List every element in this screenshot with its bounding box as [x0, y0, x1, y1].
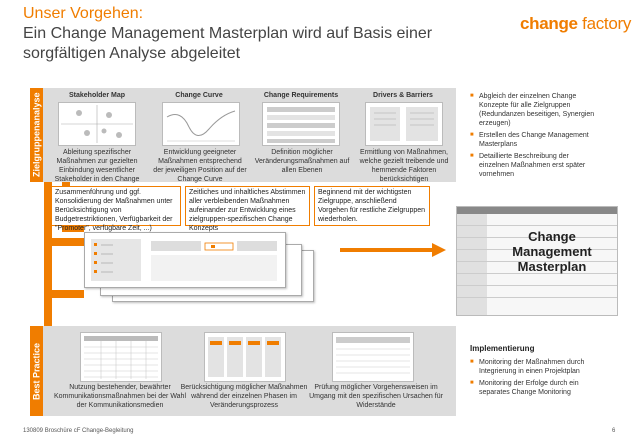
- flow-line-horizontal-bottom: [44, 290, 84, 298]
- phases-graphic: [208, 337, 281, 377]
- step-box-iteration: Beginnend mit der wichtigsten Zielgruppe…: [314, 186, 430, 226]
- masterplan-grid-line: [457, 285, 617, 286]
- best-practice-thumbnail-3: [332, 332, 414, 382]
- change-curve-thumbnail: [162, 102, 240, 146]
- masterplan-table: Change Management Masterplan: [456, 206, 618, 316]
- step-box-consolidation: Zusammenführung und ggf. Konsolidierung …: [51, 186, 181, 232]
- masterplan-table-header: [457, 207, 617, 214]
- bullet-item: Erstellen des Change Management Masterpl…: [470, 131, 598, 149]
- masterplan-line-3: Masterplan: [517, 259, 587, 274]
- col-head-change-curve: Change Curve: [175, 92, 223, 99]
- bullet-item: Monitoring der Erfolge durch ein separat…: [470, 379, 610, 397]
- masterplan-grid-line: [457, 273, 617, 274]
- arrow-right-icon: [432, 243, 446, 257]
- col-desc-drivers-barriers: Ermittlung von Maßnahmen, welche gezielt…: [359, 149, 449, 183]
- flow-line-vertical-3: [44, 246, 52, 326]
- masterplan-line-2: Management: [512, 244, 592, 259]
- change-requirements-graphic: [267, 107, 335, 143]
- logo-bold: change: [520, 14, 578, 33]
- flow-line-horizontal-main: [340, 248, 436, 252]
- col-head-change-requirements: Change Requirements: [263, 92, 339, 99]
- drivers-barriers-thumbnail: [365, 102, 443, 146]
- resistance-graphic: [336, 337, 410, 374]
- masterplan-table-firstcol: [457, 214, 487, 315]
- page-number: 6: [612, 428, 616, 434]
- implementation-title: Implementierung: [470, 344, 535, 353]
- flow-line-vertical-bottom: [44, 300, 52, 326]
- col-desc-change-curve: Entwicklung geeigneter Maßnahmen entspre…: [153, 149, 247, 183]
- side-label-best-practice: Best Practice: [30, 326, 43, 416]
- masterplan-line-1: Change: [528, 229, 576, 244]
- page-title: Unser Vorgehen:: [23, 5, 144, 22]
- bullet-item: Detaillierte Beschreibung der einzelnen …: [470, 152, 598, 179]
- best-practice-desc-3: Prüfung möglicher Vorgehensweisen im Umg…: [309, 384, 443, 409]
- communication-grid-graphic: [84, 336, 158, 379]
- col-desc-change-requirements: Definition möglicher Veränderungsmaßnahm…: [254, 149, 350, 174]
- flow-line-horizontal-1: [44, 238, 84, 246]
- flow-line-horizontal-2: [62, 224, 84, 232]
- change-curve-graphic: [166, 110, 236, 142]
- stakeholder-map-thumbnail: [58, 102, 136, 146]
- side-label-zielgruppenanalyse: Zielgruppenanalyse: [30, 88, 43, 182]
- step-box-alignment: Zeitliches und inhaltliches Abstimmen al…: [185, 186, 310, 232]
- best-practice-desc-1: Nutzung bestehender, bewährter Kommunika…: [53, 384, 187, 409]
- footer-left: 130809 Broschüre cF Change-Begleitung: [23, 428, 134, 434]
- concept-card-graphic: [91, 239, 277, 281]
- logo-thin: factory: [577, 14, 632, 33]
- page-subtitle: Ein Change Management Masterplan wird au…: [23, 25, 433, 62]
- masterplan-grid-line: [457, 237, 617, 238]
- masterplan-title: Change Management Masterplan: [487, 229, 617, 274]
- flow-line-vertical-1: [44, 182, 52, 246]
- bullet-item: Monitoring der Maßnahmen durch Integrier…: [470, 358, 610, 376]
- masterplan-grid-line: [457, 249, 617, 250]
- col-desc-stakeholder-map: Ableitung spezifischer Maßnahmen zur gez…: [54, 149, 140, 183]
- best-practice-thumbnail-1: [80, 332, 162, 382]
- masterplan-grid-line: [457, 225, 617, 226]
- masterplan-grid-line: [457, 297, 617, 298]
- drivers-barriers-graphic: [370, 107, 438, 141]
- bullet-item: Abgleich der einzelnen Change Konzepte f…: [470, 92, 598, 128]
- implementation-bullets: Monitoring der Maßnahmen durch Integrier…: [470, 358, 610, 400]
- top-right-bullets: Abgleich der einzelnen Change Konzepte f…: [470, 92, 598, 182]
- stakeholder-map-graphic: [61, 105, 133, 143]
- best-practice-thumbnail-2: [204, 332, 286, 382]
- change-requirements-thumbnail: [262, 102, 340, 146]
- change-factory-logo: change factory: [520, 14, 631, 34]
- col-head-stakeholder-map: Stakeholder Map: [68, 92, 125, 99]
- col-head-drivers-barriers: Drivers & Barriers: [373, 92, 433, 99]
- concept-card-front: [84, 232, 286, 288]
- best-practice-desc-2: Berücksichtigung möglicher Maßnahmen wäh…: [180, 384, 308, 409]
- masterplan-grid-line: [457, 261, 617, 262]
